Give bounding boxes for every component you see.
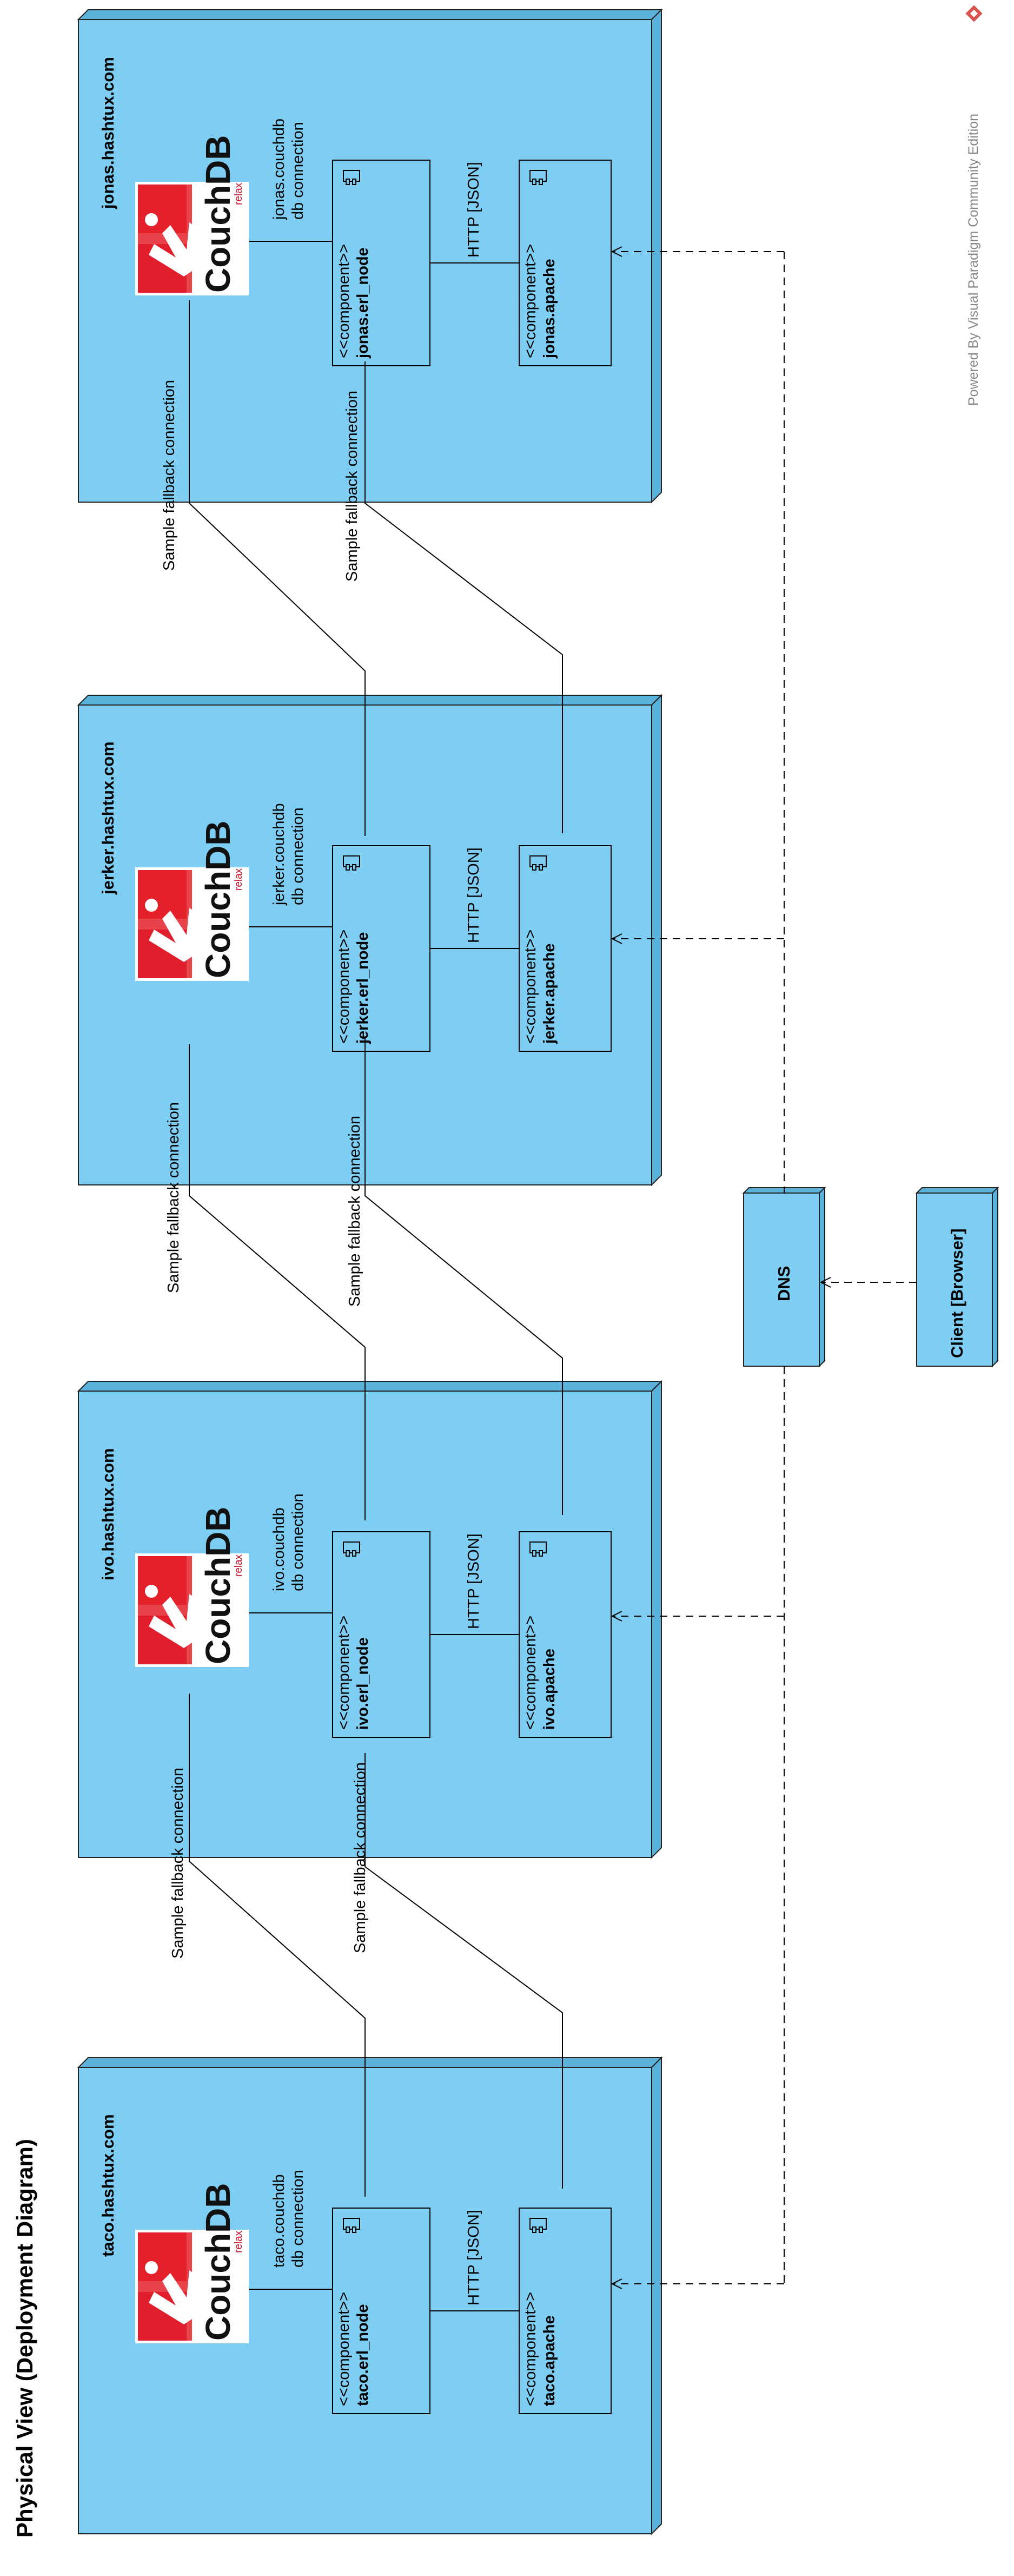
- db-connection-label: jonas.couchdb: [270, 118, 288, 220]
- couchdb-logo-tagline: relax: [233, 182, 244, 205]
- component-icon: [529, 2218, 547, 2233]
- erl-stereotype: <<component>>: [335, 244, 353, 358]
- erl-stereotype: <<component>>: [335, 930, 353, 1044]
- component-icon: [529, 1541, 547, 1557]
- db-connection-label: ivo.couchdb: [270, 1507, 288, 1591]
- erl-node-name: jonas.erl_node: [354, 247, 372, 359]
- node-name: taco.hashtux.com: [98, 2114, 117, 2257]
- erl-node-component[interactable]: <<component>>jerker.erl_node: [332, 845, 430, 1052]
- couchdb-logo-tagline: relax: [233, 1554, 244, 1577]
- apache-stereotype: <<component>>: [522, 2292, 539, 2406]
- powered-by-text: Powered By Visual Paradigm Community Edi…: [966, 114, 981, 406]
- fallback-connection-label: Sample fallback connection: [161, 380, 178, 571]
- apache-component[interactable]: <<component>>taco.apache: [519, 2208, 612, 2414]
- couchdb-logo-tagline: relax: [233, 2230, 244, 2253]
- component-icon: [343, 1541, 360, 1557]
- db-connection-label: db connection: [289, 2170, 307, 2268]
- visual-paradigm-logo-icon: [965, 5, 983, 22]
- db-connection-label: db connection: [289, 807, 307, 905]
- node-name: jonas.hashtux.com: [98, 57, 117, 209]
- erl-node-component[interactable]: <<component>>ivo.erl_node: [332, 1531, 430, 1738]
- db-connection-label: jerker.couchdb: [270, 803, 288, 906]
- erl-stereotype: <<component>>: [335, 2292, 353, 2406]
- couchdb-logo-text: CouchDB: [198, 820, 237, 978]
- couchdb-logo-text: CouchDB: [198, 1506, 237, 1664]
- http-label: HTTP [JSON]: [465, 847, 482, 943]
- fallback-connection-label: Sample fallback connection: [346, 1116, 363, 1307]
- dns-dependencies: [612, 252, 785, 2284]
- couchdb-logo-tagline: relax: [233, 868, 244, 891]
- apache-component[interactable]: <<component>>ivo.apache: [519, 1531, 612, 1738]
- erl-node-name: jerker.erl_node: [354, 932, 372, 1044]
- erl-node-name: ivo.erl_node: [354, 1637, 372, 1730]
- component-icon: [529, 170, 547, 185]
- fallback-connection-label: Sample fallback connection: [165, 1102, 182, 1293]
- erl-stereotype: <<component>>: [335, 1616, 353, 1730]
- apache-component[interactable]: <<component>>jonas.apache: [519, 160, 612, 366]
- couchdb-logo-text: CouchDB: [198, 2183, 237, 2341]
- erl-node-component[interactable]: <<component>>jonas.erl_node: [332, 160, 430, 366]
- db-connection-label: db connection: [289, 122, 307, 220]
- node-name: jerker.hashtux.com: [98, 741, 117, 895]
- dns-node-name: DNS: [774, 1266, 793, 1301]
- erl-node-name: taco.erl_node: [354, 2304, 372, 2406]
- db-connection-label: taco.couchdb: [270, 2174, 288, 2268]
- diagram-title: Physical View (Deployment Diagram): [12, 2139, 37, 2538]
- client-browser-node[interactable]: Client [Browser]: [915, 1186, 999, 1368]
- apache-stereotype: <<component>>: [522, 1616, 539, 1730]
- dns-node[interactable]: DNS: [742, 1186, 826, 1368]
- apache-stereotype: <<component>>: [522, 930, 539, 1044]
- db-connection-label: db connection: [289, 1493, 307, 1591]
- apache-name: taco.apache: [541, 2315, 558, 2406]
- component-icon: [529, 855, 547, 871]
- erl-node-component[interactable]: <<component>>taco.erl_node: [332, 2208, 430, 2414]
- http-label: HTTP [JSON]: [465, 1533, 482, 1629]
- component-icon: [343, 855, 360, 871]
- component-icon: [343, 2218, 360, 2233]
- apache-name: ivo.apache: [541, 1649, 558, 1730]
- component-icon: [343, 170, 360, 185]
- fallback-connections: [189, 300, 563, 2197]
- node-name: ivo.hashtux.com: [98, 1448, 117, 1580]
- http-label: HTTP [JSON]: [465, 162, 482, 258]
- apache-component[interactable]: <<component>>jerker.apache: [519, 845, 612, 1052]
- apache-name: jonas.apache: [541, 259, 558, 359]
- apache-name: jerker.apache: [541, 944, 558, 1044]
- apache-stereotype: <<component>>: [522, 244, 539, 358]
- fallback-connection-label: Sample fallback connection: [352, 1762, 369, 1953]
- couchdb-logo-text: CouchDB: [198, 135, 237, 293]
- client-node-name: Client [Browser]: [947, 1229, 966, 1358]
- fallback-connection-label: Sample fallback connection: [169, 1768, 187, 1959]
- fallback-connection-label: Sample fallback connection: [343, 391, 361, 582]
- http-label: HTTP [JSON]: [465, 2210, 482, 2305]
